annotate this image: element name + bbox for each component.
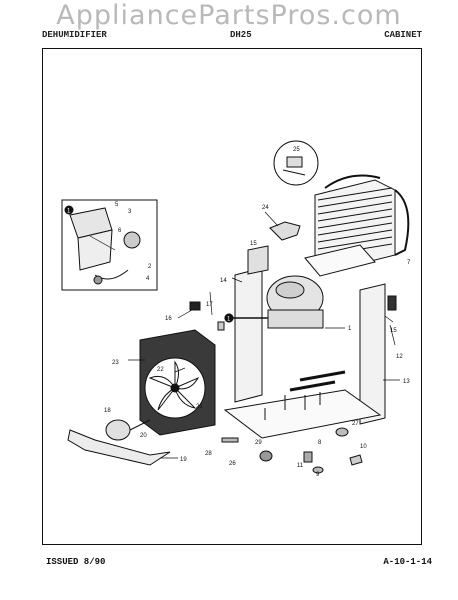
header-model-center: DH25 [230, 30, 252, 40]
callout-15-right: 15 [390, 328, 397, 334]
header-model-left: DEHUMIDIFIER [42, 30, 107, 40]
callout-4: 4 [146, 276, 150, 282]
callout-28: 28 [205, 451, 212, 457]
callout-11: 11 [297, 463, 304, 469]
callout-6: 6 [118, 228, 122, 234]
callout-16: 16 [165, 316, 172, 322]
callout-13: 13 [403, 379, 410, 385]
compressor-marker-label: 1 [227, 317, 231, 323]
callout-3: 3 [128, 209, 132, 215]
callout-25: 25 [293, 147, 300, 153]
issued-date: ISSUED 8/90 [46, 557, 106, 567]
callout-20: 20 [140, 433, 147, 439]
motor-mount [67, 429, 171, 466]
callout-18: 18 [104, 408, 111, 414]
page-header: DEHUMIDIFIER DH25 CABINET [42, 30, 422, 42]
thermostat-inset [273, 140, 319, 186]
header-section: CABINET [384, 30, 422, 40]
callout-21: 21 [196, 404, 203, 410]
callout-10: 10 [360, 444, 367, 450]
page-code: A-10-1-14 [383, 557, 432, 567]
callout-7: 7 [407, 260, 411, 266]
diagram-frame [42, 48, 422, 545]
callout-14: 14 [220, 278, 227, 284]
bracket-24 [269, 221, 301, 241]
callout-labels: 1 2 3 4 5 6 7 8 9 10 11 12 13 14 15 15 1… [104, 147, 411, 478]
watermark: AppliancePartsPros.com [56, 0, 402, 31]
callout-27: 27 [352, 421, 359, 427]
compressor-marker: 1 [224, 313, 234, 323]
callout-9: 9 [316, 472, 320, 478]
callout-23: 23 [112, 360, 119, 366]
callout-1: 1 [348, 326, 352, 332]
callout-19: 19 [180, 457, 187, 463]
callout-17: 17 [206, 302, 213, 308]
small-parts [189, 301, 363, 474]
callout-2: 2 [148, 264, 152, 270]
callout-5: 5 [115, 202, 119, 208]
compressor [224, 275, 324, 329]
detail-inset [61, 199, 158, 291]
fan-motor [105, 419, 151, 441]
detail-marker-label: 1 [67, 209, 71, 215]
callout-15-top: 15 [250, 241, 257, 247]
callout-26: 26 [229, 461, 236, 467]
callout-29: 29 [255, 440, 262, 446]
leader-lines [89, 211, 400, 459]
base-pan [223, 370, 382, 439]
callout-22: 22 [157, 367, 164, 373]
callout-24: 24 [262, 205, 269, 211]
callout-8: 8 [318, 440, 322, 446]
detail-marker: 1 [64, 205, 74, 215]
callout-12: 12 [396, 354, 403, 360]
condenser-coil [314, 174, 410, 271]
cabinet-frame [234, 244, 397, 425]
fan-blade [148, 360, 200, 411]
